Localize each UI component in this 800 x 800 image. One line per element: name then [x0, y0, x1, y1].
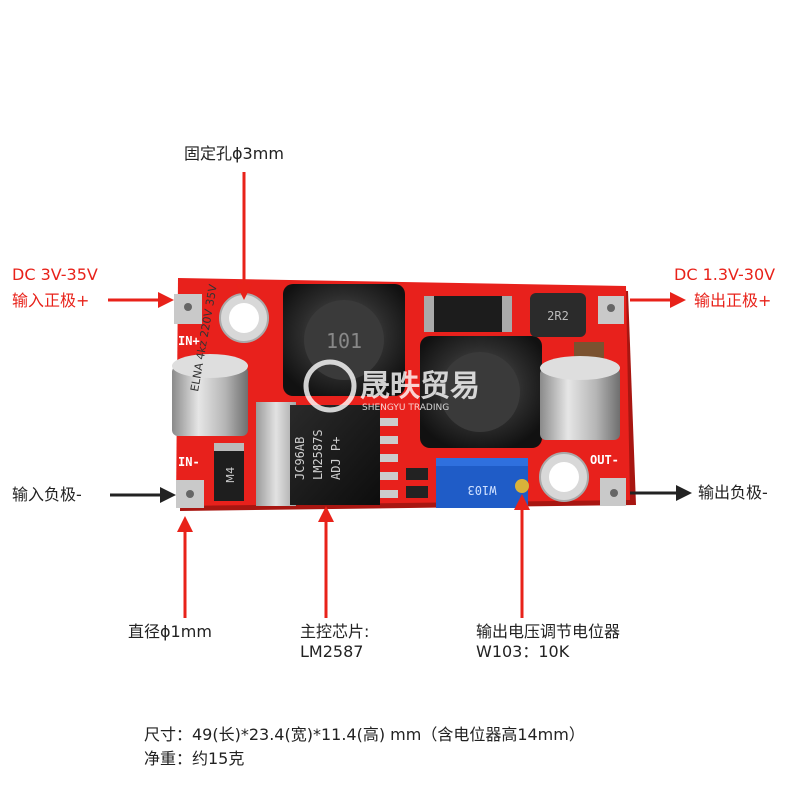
- silk-out-minus: OUT-: [590, 453, 619, 467]
- mount-hole-left: [219, 293, 269, 343]
- pot-label-line1: 输出电压调节电位器: [476, 622, 621, 641]
- capacitor-left: ELNA 4kz 220V 35V: [172, 283, 248, 436]
- diameter-label: 直径ϕ1mm: [128, 622, 212, 641]
- chip-label-line1: 主控芯片:: [300, 622, 370, 641]
- input-positive-voltage: DC 3V-35V: [12, 265, 98, 284]
- svg-text:JC96AB: JC96AB: [293, 437, 307, 480]
- inductor-right: [420, 336, 542, 448]
- svg-text:M4: M4: [224, 467, 237, 484]
- potentiometer: W103: [436, 458, 529, 508]
- arrows: [108, 172, 686, 618]
- small-inductor: 2R2: [530, 293, 586, 337]
- chip-label-line2: LM2587: [300, 642, 364, 661]
- svg-text:SHENGYU TRADING: SHENGYU TRADING: [362, 403, 449, 413]
- diode-top: [424, 296, 512, 332]
- mount-hole-right: [539, 452, 589, 502]
- input-positive-label: 输入正极+: [12, 291, 90, 310]
- spec-weight: 净重：约15克: [144, 749, 245, 768]
- svg-text:101: 101: [326, 329, 362, 353]
- silk-in-minus: IN-: [178, 455, 200, 469]
- spec-size: 尺寸：49(长)*23.4(宽)*11.4(高) mm（含电位器高14mm）: [144, 725, 585, 744]
- output-negative-label: 输出负极-: [698, 483, 768, 502]
- capacitor-right: [540, 356, 620, 440]
- output-positive-voltage: DC 1.3V-30V: [674, 265, 776, 284]
- diode-m4: M4: [214, 443, 244, 501]
- mount-hole-label: 固定孔ϕ3mm: [184, 144, 284, 163]
- smd-resistor-1: [406, 468, 428, 480]
- svg-text:W103: W103: [468, 483, 497, 497]
- svg-text:ADJ P+: ADJ P+: [329, 437, 343, 480]
- main-chip: JC96AB LM2587S ADJ P+: [256, 402, 398, 506]
- arrows-neg: [110, 485, 692, 503]
- silk-in-plus: IN+: [178, 334, 200, 348]
- input-negative-label: 输入负极-: [12, 485, 82, 504]
- output-positive-label: 输出正极+: [694, 291, 772, 310]
- solder-pads: [174, 294, 626, 508]
- pot-label-line2: W103：10K: [476, 642, 570, 661]
- svg-text:晟昳贸易: 晟昳贸易: [360, 369, 480, 404]
- watermark: 晟昳贸易 SHENGYU TRADING: [303, 359, 480, 413]
- smd-resistor-2: [406, 486, 428, 498]
- svg-text:LM2587S: LM2587S: [311, 429, 325, 480]
- svg-text:2R2: 2R2: [547, 309, 569, 323]
